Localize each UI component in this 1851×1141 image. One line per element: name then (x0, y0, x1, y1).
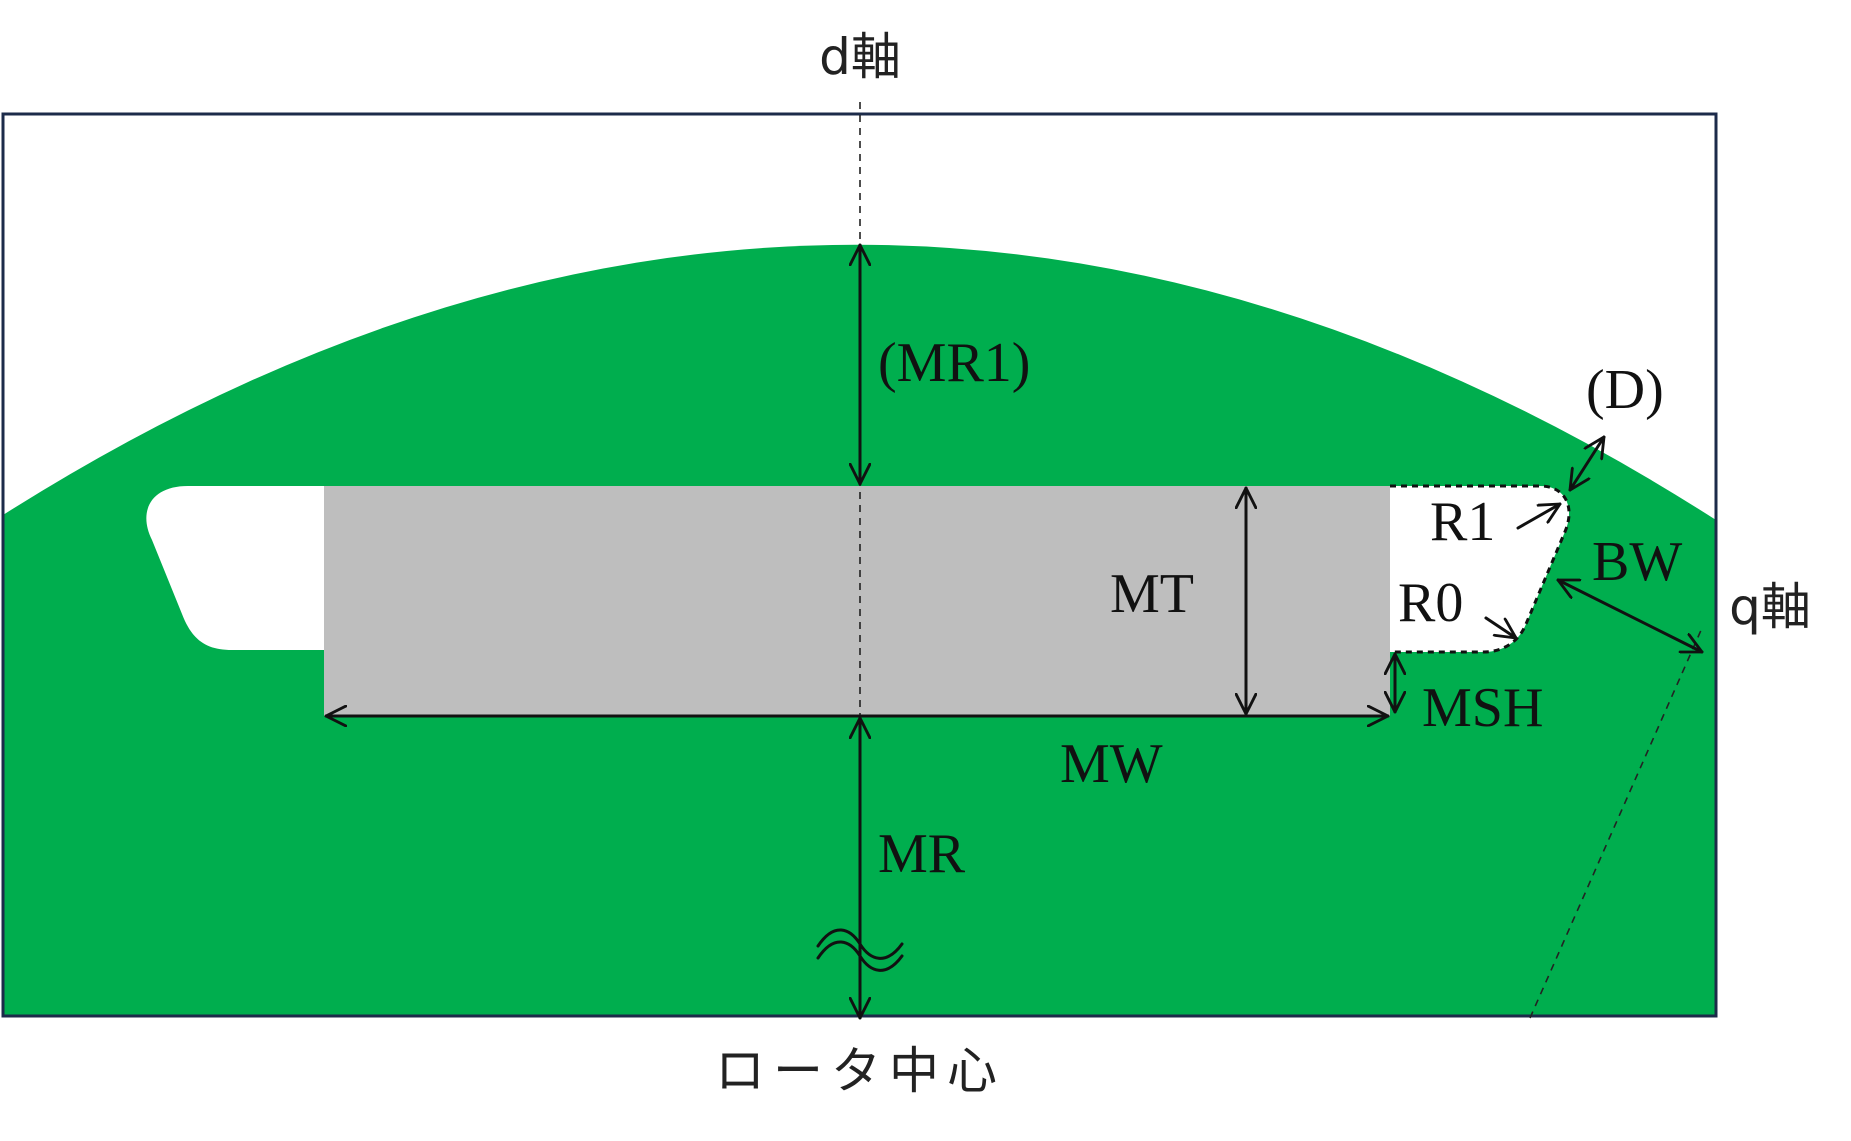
left-flux-barrier (146, 486, 324, 650)
r0-label: R0 (1398, 572, 1463, 634)
right-flux-barrier-outline (1390, 484, 1571, 654)
bw-dimension-arrow (1556, 578, 1704, 654)
d-label: (D) (1586, 359, 1664, 421)
r1-leader-arrow (1516, 502, 1562, 530)
break-symbol (816, 928, 904, 972)
mr-label: MR (878, 823, 966, 885)
msh-label: MSH (1422, 677, 1543, 739)
d-dimension-arrow (1568, 435, 1606, 492)
mr1-label: (MR1) (878, 332, 1030, 394)
d-axis-label: d軸 (819, 28, 901, 86)
bw-label: BW (1592, 531, 1682, 593)
q-axis-line (1529, 627, 1703, 1019)
r0-leader-arrow (1484, 616, 1518, 640)
mt-label: MT (1110, 563, 1194, 625)
rotor-center-label: ロータ中心 (715, 1042, 1005, 1100)
permanent-magnet (324, 486, 1390, 716)
q-axis-label: q軸 (1729, 578, 1811, 636)
right-flux-barrier (1390, 486, 1570, 652)
r1-label: R1 (1430, 491, 1495, 553)
mw-label: MW (1060, 733, 1163, 795)
